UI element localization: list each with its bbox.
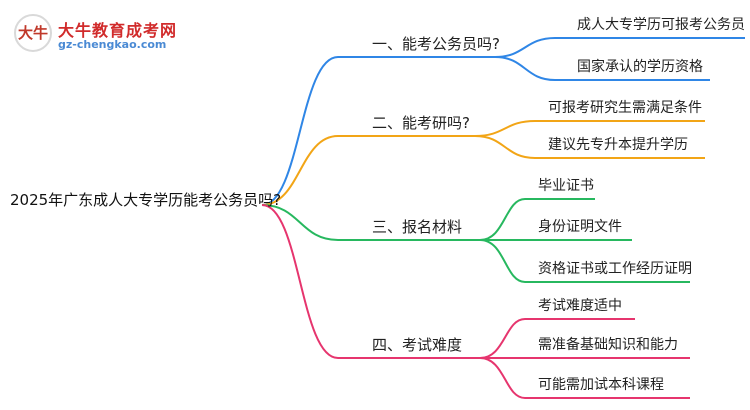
branch-2-leaf-2-link: [474, 135, 536, 159]
branch-1-leaf-2: 国家承认的学历资格: [577, 59, 703, 75]
branch-1-leaf-1-link: [494, 37, 556, 58]
branch-4-leaf-1-link: [479, 318, 526, 359]
branch-1-leaf-2-link: [494, 56, 556, 81]
root-to-branch-1-link: [261, 56, 339, 206]
branch-2-leaf-2: 建议先专升本提升学历: [548, 137, 688, 153]
site-logo[interactable]: 大牛 大牛教育成考网 gz-chengkao.com: [14, 14, 224, 54]
branch-4-leaf-3-link: [479, 357, 526, 399]
branch-1-leaf-1: 成人大专学历可报考公务员: [577, 17, 745, 33]
branch-1-label: 一、能考公务员吗?: [372, 35, 500, 53]
branch-2-leaf-1: 可报考研究生需满足条件: [548, 100, 702, 116]
branch-3-leaf-1-link: [479, 198, 526, 241]
branch-4-leaf-1: 考试难度适中: [538, 298, 622, 314]
branch-4-label: 四、考试难度: [372, 336, 463, 354]
branch-3-leaf-1: 毕业证书: [538, 178, 594, 194]
branch-2-leaf-1-link: [474, 120, 536, 137]
logo-title: 大牛教育成考网: [58, 21, 178, 40]
branch-3-leaf-2: 身份证明文件: [538, 219, 622, 235]
root-to-branch-2-link: [261, 135, 339, 206]
branch-3-label: 三、报名材料: [372, 218, 463, 236]
branch-3-leaf-3: 资格证书或工作经历证明: [538, 261, 692, 277]
logo-badge-icon: 大牛: [14, 14, 52, 52]
branch-3-leaf-3-link: [479, 239, 526, 283]
root-to-branch-4-link: [261, 204, 339, 359]
root-node: 2025年广东成人大专学历能考公务员吗?: [10, 191, 282, 209]
root-to-branch-3-link: [261, 204, 339, 241]
branch-4-leaf-2: 需准备基础知识和能力: [538, 337, 678, 353]
logo-url: gz-chengkao.com: [58, 38, 167, 51]
branch-2-label: 二、能考研吗?: [372, 114, 470, 132]
branch-4-leaf-3: 可能需加试本科课程: [538, 377, 664, 393]
